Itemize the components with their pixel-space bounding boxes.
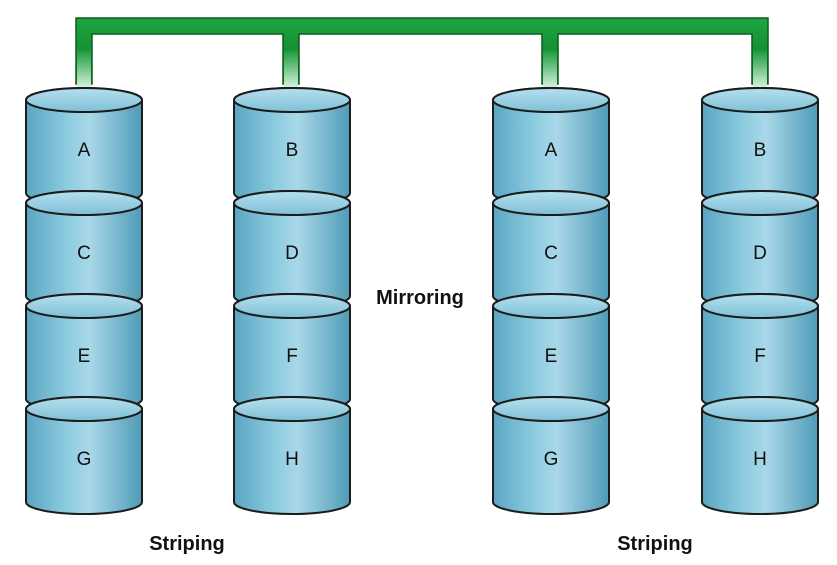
disk-2: C: [25, 190, 143, 309]
disk-top: [233, 396, 351, 422]
bus-stem-1: [77, 50, 91, 88]
disk-label: B: [286, 140, 299, 161]
disk-top: [25, 190, 143, 216]
disk-label: H: [285, 449, 299, 470]
disk-label: F: [754, 346, 766, 367]
disk-4: G: [492, 396, 610, 515]
bus-stem-4: [753, 50, 767, 88]
disk-top: [492, 293, 610, 319]
disk-top: [492, 190, 610, 216]
disk-top: [701, 293, 819, 319]
disk-top: [701, 396, 819, 422]
disk-top: [233, 190, 351, 216]
disk-label: G: [544, 449, 559, 470]
bus-bar: [75, 17, 769, 85]
disk-3: E: [492, 293, 610, 412]
disk-3: F: [233, 293, 351, 412]
disk-label: A: [545, 140, 558, 161]
disk-top: [701, 87, 819, 113]
disk-top: [25, 87, 143, 113]
striping-label-right: Striping: [617, 533, 693, 555]
disk-stacks: A C E G B D F H A C E G B D F H: [25, 87, 819, 515]
disk-label: D: [285, 243, 299, 264]
disk-label: H: [753, 449, 767, 470]
disk-label: C: [77, 243, 91, 264]
disk-top: [233, 87, 351, 113]
disk-2: D: [233, 190, 351, 309]
disk-label: E: [545, 346, 558, 367]
disk-label: C: [544, 243, 558, 264]
disk-top: [233, 293, 351, 319]
bus-connector: [75, 17, 769, 88]
disk-1: A: [492, 87, 610, 206]
disk-label: D: [753, 243, 767, 264]
disk-top: [701, 190, 819, 216]
disk-label: G: [77, 449, 92, 470]
disk-3: E: [25, 293, 143, 412]
bus-stem-2: [284, 50, 298, 88]
disk-2: C: [492, 190, 610, 309]
mirroring-label: Mirroring: [376, 287, 464, 309]
disk-top: [25, 293, 143, 319]
stack-4: B D F H: [701, 87, 819, 515]
disk-1: B: [233, 87, 351, 206]
disk-top: [492, 87, 610, 113]
bus-stem-3: [543, 50, 557, 88]
stack-1: A C E G: [25, 87, 143, 515]
disk-label: A: [78, 140, 91, 161]
disk-label: B: [754, 140, 767, 161]
disk-top: [25, 396, 143, 422]
disk-1: A: [25, 87, 143, 206]
disk-3: F: [701, 293, 819, 412]
striping-label-left: Striping: [149, 533, 225, 555]
disk-top: [492, 396, 610, 422]
stack-2: B D F H: [233, 87, 351, 515]
disk-label: F: [286, 346, 298, 367]
disk-4: G: [25, 396, 143, 515]
disk-4: H: [233, 396, 351, 515]
disk-1: B: [701, 87, 819, 206]
disk-label: E: [78, 346, 91, 367]
stack-3: A C E G: [492, 87, 610, 515]
disk-2: D: [701, 190, 819, 309]
disk-4: H: [701, 396, 819, 515]
